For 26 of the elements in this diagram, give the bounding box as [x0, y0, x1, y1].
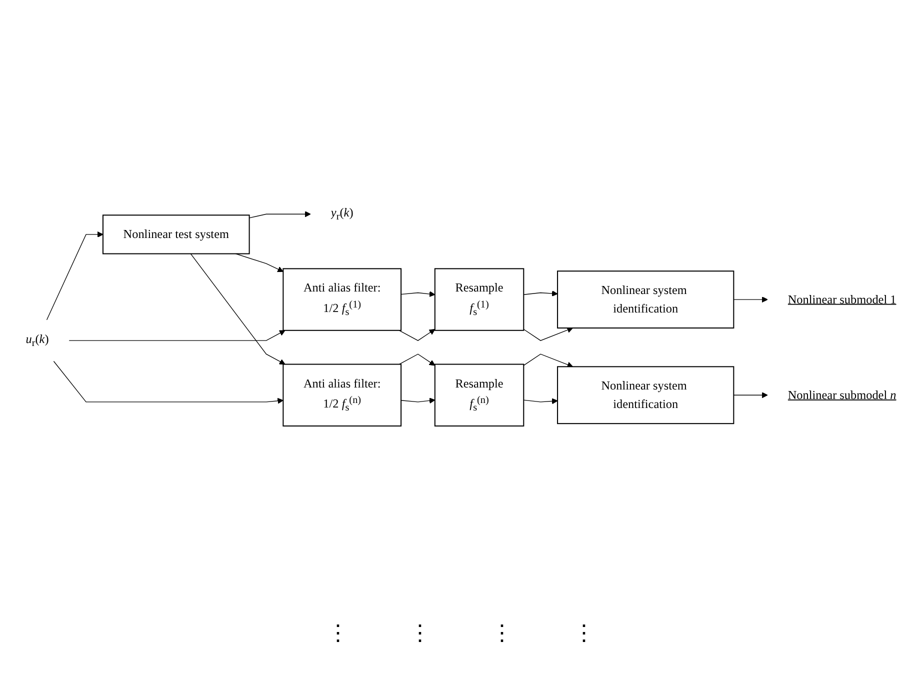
arrow: [523, 398, 558, 404]
arrow: [190, 254, 286, 365]
node-text: u$_{r}$(k): [26, 332, 49, 350]
arrow: [523, 354, 574, 368]
arrow: [523, 327, 574, 342]
arrow: [400, 398, 436, 404]
arrow: [53, 361, 284, 404]
node-box: Nonlinear system identification: [557, 366, 734, 424]
node-box: Nonlinear system identification: [557, 270, 734, 329]
arrow: [523, 290, 558, 297]
arrow: [400, 291, 436, 298]
ellipsis-mark: ⋮: [491, 620, 513, 646]
ellipsis-mark: ⋮: [573, 620, 595, 646]
ellipsis-mark: ⋮: [409, 620, 431, 646]
arrow: [733, 392, 768, 398]
arrow: [398, 329, 436, 342]
arrow: [46, 232, 104, 320]
ellipsis-mark: ⋮: [327, 620, 349, 646]
arrow: [248, 211, 311, 219]
arrow: [733, 296, 768, 303]
node-box: Nonlinear test system: [102, 214, 250, 255]
node-text: y$_{r}$(k): [330, 206, 354, 223]
node-text: Nonlinear submodel 1: [788, 292, 896, 306]
arrow: [68, 330, 286, 342]
node-text: Nonlinear submodel n: [788, 388, 896, 402]
arrow: [398, 354, 436, 366]
